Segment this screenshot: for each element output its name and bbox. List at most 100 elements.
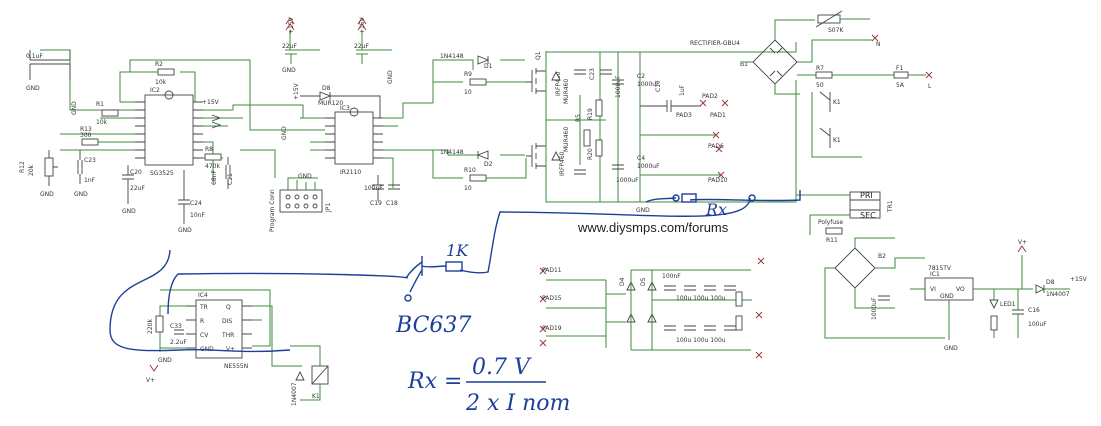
mur460-a-part: MUR460 (563, 79, 570, 104)
hand-formula-numerator: 0.7 V (472, 355, 532, 380)
d-out-1: D4 (619, 277, 626, 286)
r10-value: 10 (464, 185, 472, 192)
jp1-ref: JP1 (325, 203, 332, 213)
c20-ref: C20 (130, 169, 142, 176)
program-connector: GND JP1 Program Conn (240, 149, 332, 232)
c16-ref: C16 (1028, 307, 1040, 314)
output-stage: PAD11 PAD15 PAD19 D4 D5 100nF 100u 100u … (539, 257, 765, 359)
pad11-label: PAD11 (542, 267, 562, 274)
r11-ref: R11 (826, 237, 838, 244)
c4-ref: C4 (637, 155, 645, 162)
r4-symbol (583, 129, 591, 147)
pad6-label: PAD6 (708, 143, 724, 150)
r12-value: 20k (28, 164, 35, 176)
tr1-body (849, 191, 881, 219)
d8-ref: D8 (322, 85, 331, 92)
c16-value: 100uF (1028, 321, 1047, 328)
jp1-body (279, 189, 323, 213)
r8-ref: R8 (205, 146, 213, 153)
gnd-bridge: GND (636, 207, 650, 214)
gnd-left: GND (71, 101, 78, 115)
c20-value: 22uF (130, 185, 145, 192)
q-upper-ref: Q1 (535, 51, 542, 60)
half-bridge-block: R9 10 1N4148 D1 Q1 IRFP460 R10 10 1N4148… (432, 42, 797, 214)
r10-symbol (469, 174, 487, 182)
r19-symbol (595, 99, 603, 117)
ne555-pin-r: R (200, 318, 204, 325)
hand-formula-denominator: 2 x I nom (465, 391, 570, 416)
r11-symbol (825, 227, 843, 235)
d8-symbol (319, 91, 332, 101)
d1-part: 1N4148 (440, 53, 464, 60)
r7-value: 50 (816, 82, 824, 89)
c-reg-value: 1000uF (871, 297, 878, 320)
c21-ref: C21 (227, 173, 234, 185)
pad1-label: PAD1 (710, 112, 726, 119)
r12-symbol (44, 157, 54, 177)
c30-value: 100nF (662, 273, 681, 280)
tr1-secondary: SEC (860, 211, 876, 220)
rectifier-label: RECTIFIER-GBU4 (690, 40, 740, 47)
c2-ref: C2 (637, 73, 645, 80)
c17-value: 1uF (679, 84, 686, 96)
ic1-vo: VO (956, 286, 965, 293)
r19-ref: R19 (587, 108, 594, 120)
gnd-jp1: GND (298, 173, 312, 180)
supply-vplus-right: V+ (1018, 239, 1027, 246)
transformer-block: PRI SEC TR1 Polyfuse R11 (796, 191, 894, 244)
r9-ref: R9 (464, 71, 472, 78)
cap-top1-value: 22uF (282, 43, 297, 50)
b1-ref: B1 (740, 61, 748, 68)
c33-value: 2.2uF (170, 339, 187, 346)
ne555-block: IC4 NE555N TR R CV GND Q DIS THR V+ 220k… (146, 289, 329, 406)
ne555-pin-q: Q (226, 304, 231, 311)
cap-bank-top: 100u 100u 100u (676, 295, 726, 302)
hand-bc637-label: BC637 (395, 313, 471, 338)
c23-value: 1nF (84, 177, 96, 184)
r8-symbol (204, 153, 222, 161)
relay-coil-ref: K1 (312, 393, 320, 400)
relay-k1-b: K1 (833, 137, 841, 144)
supply-out: +15V (1070, 276, 1088, 283)
r9-symbol (469, 78, 487, 86)
d1-symbol (477, 55, 490, 65)
gnd-c23: GND (74, 191, 88, 198)
d-1n4007-symbol (1035, 284, 1046, 294)
gnd-c20: GND (122, 208, 136, 215)
gnd-555: GND (158, 357, 172, 364)
ic4-part: NE555N (224, 363, 248, 370)
r-led-symbol (990, 315, 998, 331)
ne555-pin-dis: DIS (222, 318, 232, 325)
terminal-l: L (928, 83, 932, 90)
input-stage: RECTIFIER-GBU4 B1 S07K N R7 50 F1 5A L K… (690, 10, 933, 158)
c24-ref: C24 (190, 200, 202, 207)
r-out-1 (735, 291, 743, 307)
r20-ref: R20 (587, 148, 594, 160)
pad2-label: PAD2 (702, 93, 718, 100)
varistor-part: S07K (828, 27, 844, 34)
r1-symbol (101, 109, 119, 117)
ne555-pin-thr: THR (221, 332, 234, 339)
r-555-value: 220k (147, 319, 154, 334)
supply-vplus-555: V+ (146, 377, 155, 384)
r1-ref: R1 (96, 101, 104, 108)
terminal-n: N (876, 41, 881, 48)
rx-resistor-sketch (681, 193, 697, 203)
d2-ref: D2 (484, 161, 493, 168)
c23-ref: C23 (84, 157, 96, 164)
q-upper-part: IRFP460 (555, 71, 562, 96)
ic4-body (195, 299, 243, 359)
hand-formula-lhs: Rx = (407, 369, 462, 394)
forum-watermark: www.diysmps.com/forums (577, 220, 729, 235)
ic3-part: IR2110 (340, 169, 361, 176)
pad15-label: PAD15 (542, 295, 562, 302)
ir2110-block: IC3 IR2110 D8 MUR120 +15V 22uF GND +15V … (232, 16, 433, 207)
d8-part: MUR120 (318, 100, 343, 107)
fuse-ref: F1 (896, 65, 903, 72)
mur460-b-symbol (551, 150, 561, 161)
r2-value: 10k (155, 79, 167, 86)
r2-symbol (157, 68, 175, 76)
r-out-2 (735, 315, 743, 331)
r1-value: 10k (96, 119, 108, 126)
